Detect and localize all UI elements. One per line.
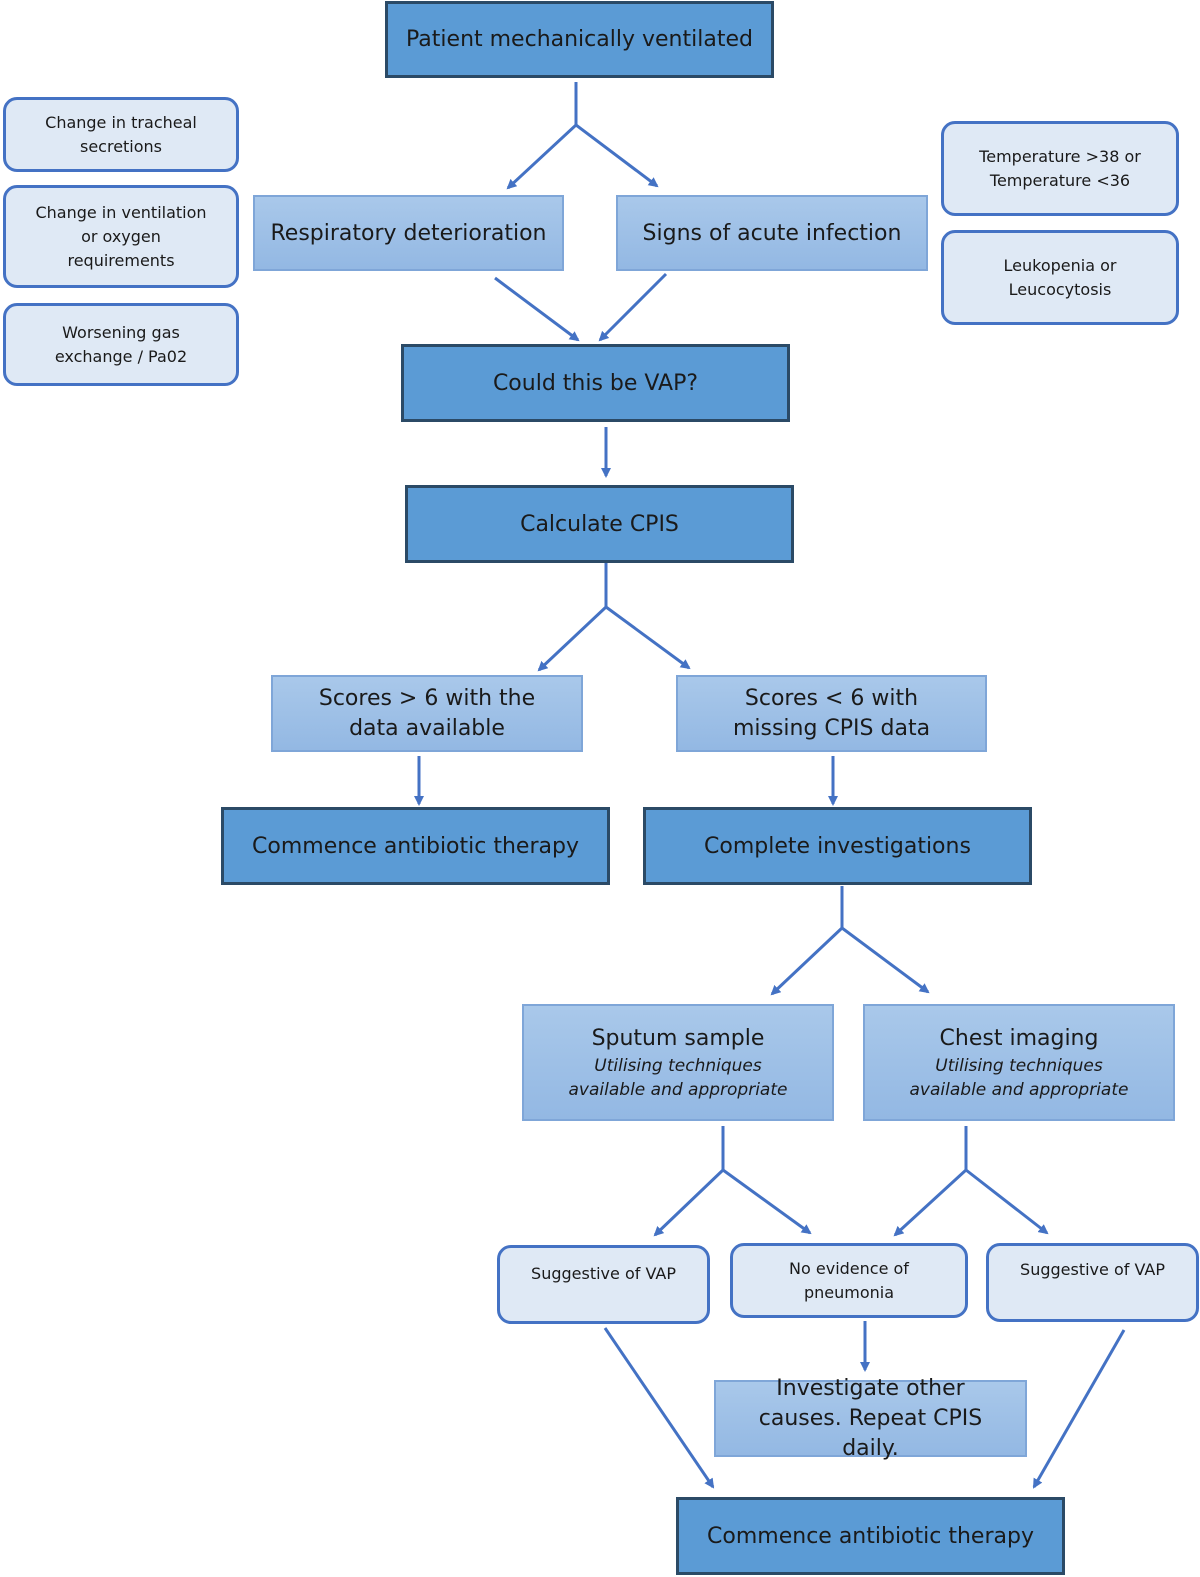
patient-ventilated-label: Patient mechanically ventilated [406, 27, 753, 52]
sputum-sample-box: Sputum sample Utilising techniques avail… [522, 1004, 834, 1121]
calculate-cpis-label: Calculate CPIS [520, 511, 679, 537]
complete-investigations-box: Complete investigations [643, 807, 1032, 885]
no-evidence-label: No evidence of pneumonia [789, 1258, 909, 1302]
chest-imaging-title: Chest imaging [939, 1025, 1099, 1051]
antibiotic-therapy-box-2: Commence antibiotic therapy [676, 1497, 1065, 1575]
acute-infection-label: Signs of acute infection [642, 220, 902, 246]
could-be-vap-label: Could this be VAP? [492, 370, 699, 396]
patient-ventilated-box: Patient mechanically ventilated [385, 1, 774, 78]
tracheal-secretions-label: Change in tracheal secretions [45, 112, 197, 156]
antibiotic-therapy-label-1: Commence antibiotic therapy [252, 833, 579, 859]
leukocyte-box: Leukopenia or Leucocytosis [941, 230, 1179, 325]
investigate-other-causes-box: Investigate other causes. Repeat CPIS da… [714, 1376, 1027, 1461]
respiratory-deterioration-box: Respiratory deterioration [253, 195, 564, 271]
leukocyte-label: Leukopenia or Leucocytosis [1003, 255, 1117, 299]
calculate-cpis-box: Calculate CPIS [405, 485, 794, 563]
could-be-vap-box: Could this be VAP? [401, 344, 790, 422]
chest-imaging-box: Chest imaging Utilising techniques avail… [863, 1004, 1175, 1121]
sputum-sample-title: Sputum sample [591, 1025, 765, 1051]
score-low-box: Scores < 6 with missing CPIS data [676, 675, 987, 752]
antibiotic-therapy-label-2: Commence antibiotic therapy [707, 1523, 1034, 1549]
suggestive-vap-box-1: Suggestive of VAP [497, 1245, 710, 1324]
tracheal-secretions-box: Change in tracheal secretions [3, 97, 239, 172]
temperature-box: Temperature >38 or Temperature <36 [941, 121, 1179, 216]
score-high-box: Scores > 6 with the data available [271, 675, 583, 752]
suggestive-vap-label-1: Suggestive of VAP [531, 1264, 676, 1283]
ventilation-change-label: Change in ventilation or oxygen requirem… [35, 202, 207, 270]
sputum-sample-subtitle: Utilising techniques available and appro… [568, 1055, 788, 1100]
gas-exchange-box: Worsening gas exchange / Pa02 [3, 303, 239, 386]
chest-imaging-subtitle: Utilising techniques available and appro… [909, 1055, 1129, 1100]
suggestive-vap-label-2: Suggestive of VAP [1020, 1260, 1165, 1279]
complete-investigations-label: Complete investigations [704, 833, 971, 859]
suggestive-vap-box-2: Suggestive of VAP [986, 1243, 1199, 1322]
temperature-label: Temperature >38 or Temperature <36 [979, 146, 1141, 190]
score-low-label: Scores < 6 with missing CPIS data [732, 685, 931, 741]
antibiotic-therapy-box-1: Commence antibiotic therapy [221, 807, 610, 885]
respiratory-deterioration-label: Respiratory deterioration [270, 220, 547, 246]
investigate-other-causes-label: Investigate other causes. Repeat CPIS da… [758, 1375, 983, 1461]
ventilation-change-box: Change in ventilation or oxygen requirem… [3, 185, 239, 288]
gas-exchange-label: Worsening gas exchange / Pa02 [54, 322, 188, 366]
score-high-label: Scores > 6 with the data available [318, 685, 536, 741]
acute-infection-box: Signs of acute infection [616, 195, 928, 271]
no-evidence-box: No evidence of pneumonia [730, 1243, 968, 1318]
